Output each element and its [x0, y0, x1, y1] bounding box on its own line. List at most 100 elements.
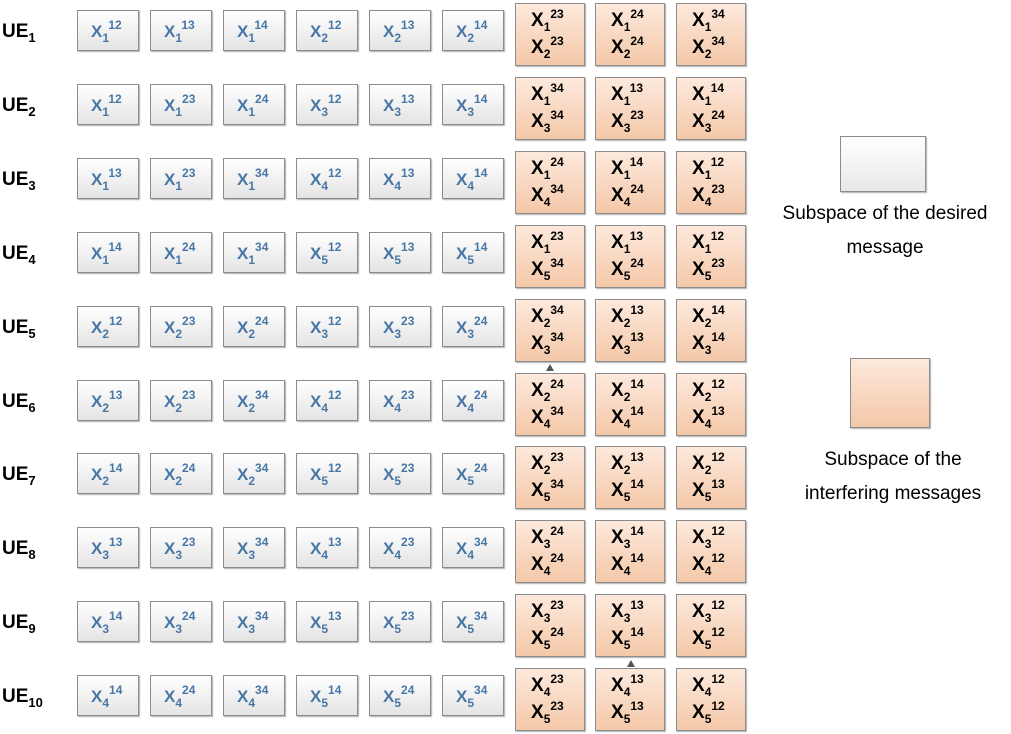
symbol-letter: X	[383, 539, 395, 559]
desired-subspace-cell: X134	[223, 157, 285, 199]
ue-label-subscript: 3	[28, 177, 36, 193]
symbol-superscript: 24	[474, 461, 488, 476]
interfering-symbol-bottom: X334	[531, 108, 564, 135]
symbol-letter: X	[164, 465, 176, 485]
symbol-subscript: 2	[623, 315, 631, 330]
interfering-symbol-bottom: X313	[611, 330, 644, 357]
desired-subspace-cell: X313	[369, 83, 431, 125]
symbol-letter: X	[611, 231, 624, 253]
desired-symbol: X514	[456, 240, 487, 267]
interfering-symbol-top: X313	[611, 598, 644, 625]
interfering-symbol-top: X112	[692, 154, 725, 182]
desired-subspace-cell: X323	[150, 527, 212, 569]
interfering-symbol-top: X123	[531, 229, 564, 256]
symbol-superscript: 34	[255, 239, 269, 254]
ue-label-subscript: 7	[28, 473, 36, 489]
symbol-superscript: 12	[710, 154, 725, 169]
symbol-superscript: 14	[254, 18, 268, 32]
symbol-letter: X	[531, 258, 544, 280]
symbol-letter: X	[310, 95, 322, 115]
symbol-superscript: 13	[401, 165, 415, 180]
symbol-letter: X	[456, 687, 468, 707]
desired-subspace-cell: X514	[442, 231, 504, 273]
desired-subspace-cell: X424	[442, 379, 504, 421]
symbol-superscript: 23	[182, 535, 196, 550]
interfering-symbol-top: X124	[611, 7, 644, 34]
interfering-symbol-bottom: X412	[692, 551, 725, 578]
symbol-subscript: 1	[248, 31, 255, 45]
desired-subspace-cell: X213	[369, 10, 431, 51]
legend-desired-line2: message	[846, 237, 924, 258]
symbol-subscript: 2	[543, 315, 551, 330]
symbol-subscript: 4	[623, 194, 631, 209]
symbol-subscript: 5	[543, 490, 551, 505]
symbol-letter: X	[383, 243, 395, 263]
symbol-letter: X	[237, 465, 249, 485]
interfering-symbol-bottom: X414	[611, 551, 644, 578]
interfering-symbol-top: X213	[611, 450, 644, 477]
interfering-symbol-bottom: X512	[692, 625, 725, 652]
desired-symbol: X412	[310, 388, 341, 415]
symbol-superscript: 12	[710, 228, 725, 243]
symbol-letter: X	[531, 184, 544, 206]
symbol-letter: X	[237, 391, 249, 411]
interfering-symbol-top: X423	[531, 672, 564, 699]
symbol-superscript: 14	[629, 154, 644, 169]
symbol-letter: X	[164, 95, 176, 115]
desired-symbol: X323	[383, 314, 414, 341]
desired-symbol: X223	[164, 314, 195, 341]
symbol-subscript: 2	[248, 474, 256, 489]
symbol-superscript: 13	[630, 598, 644, 613]
symbol-letter: X	[383, 613, 395, 633]
symbol-subscript: 2	[248, 326, 256, 341]
symbol-superscript: 34	[255, 683, 269, 698]
interfering-symbol-bottom: X534	[531, 256, 564, 283]
ue-label-base: UE	[2, 464, 29, 486]
desired-subspace-cell: X534	[442, 675, 504, 717]
symbol-subscript: 4	[248, 696, 256, 711]
symbol-subscript: 5	[467, 696, 475, 711]
symbol-subscript: 3	[623, 120, 631, 135]
symbol-superscript: 23	[550, 450, 564, 465]
symbol-superscript: 23	[550, 34, 564, 48]
interfering-symbol-bottom: X224	[611, 34, 644, 61]
symbol-subscript: 1	[102, 178, 109, 193]
symbol-subscript: 3	[102, 548, 110, 563]
symbol-superscript: 24	[182, 461, 196, 476]
symbol-subscript: 4	[102, 696, 110, 711]
symbol-subscript: 1	[623, 241, 630, 256]
symbol-superscript: 23	[630, 107, 644, 122]
desired-subspace-cell: X112	[77, 10, 139, 51]
symbol-superscript: 13	[711, 477, 725, 492]
symbol-subscript: 2	[102, 326, 110, 341]
ue-label-subscript: 4	[28, 251, 36, 267]
desired-symbol: X314	[456, 92, 487, 119]
symbol-superscript: 13	[629, 80, 644, 95]
symbol-letter: X	[237, 169, 249, 189]
desired-subspace-cell: X112	[77, 83, 139, 125]
symbol-superscript: 13	[630, 672, 644, 687]
symbol-letter: X	[692, 601, 705, 623]
symbol-subscript: 3	[623, 342, 631, 357]
symbol-subscript: 1	[248, 104, 256, 119]
symbol-letter: X	[91, 169, 103, 189]
symbol-letter: X	[91, 465, 103, 485]
symbol-subscript: 5	[394, 622, 402, 637]
symbol-subscript: 3	[248, 622, 256, 637]
symbol-subscript: 5	[394, 474, 402, 489]
desired-symbol: X423	[383, 388, 414, 415]
symbol-superscript: 34	[550, 181, 564, 196]
desired-symbol: X334	[237, 609, 268, 637]
symbol-letter: X	[692, 527, 705, 549]
interfering-symbol-bottom: X513	[692, 477, 725, 504]
ue-label: UE4	[2, 243, 36, 267]
symbol-letter: X	[692, 305, 705, 327]
interfering-symbol-top: X212	[692, 377, 725, 404]
symbol-letter: X	[692, 702, 705, 724]
